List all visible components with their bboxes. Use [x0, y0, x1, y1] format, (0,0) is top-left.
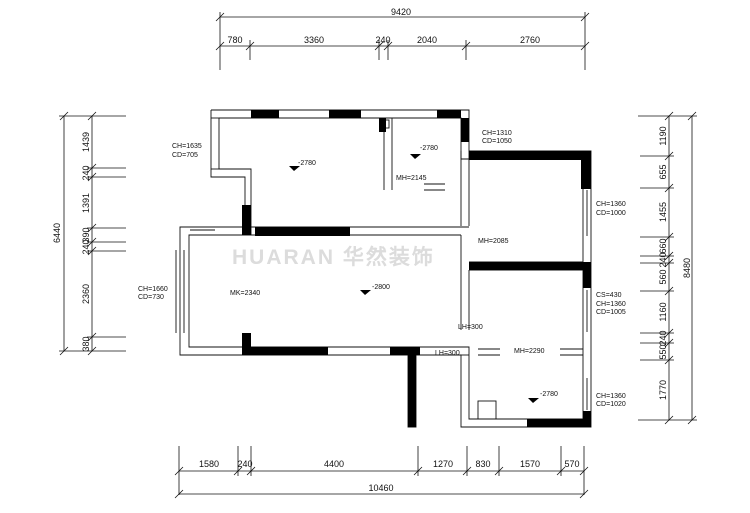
left-dimension-1: 1439 — [81, 132, 91, 152]
annotation-lh300-b: LH=300 — [435, 350, 460, 357]
solid-walls — [242, 110, 591, 427]
annotation-cd705: CD=705 — [172, 152, 198, 159]
annotation-cd730: CD=730 — [138, 294, 164, 301]
annotation-cd1000: CD=1000 — [596, 210, 626, 217]
top-dimension-5: 2760 — [520, 35, 540, 45]
annotation-ch1360-a: CH=1360 — [596, 201, 626, 208]
annotation-lh300-a: LH=300 — [458, 324, 483, 331]
right-dimension-2: 655 — [658, 164, 668, 179]
top-dimensions — [215, 12, 590, 70]
right-dimension-6: 560 — [658, 269, 668, 284]
top-dimension-4: 2040 — [417, 35, 437, 45]
bottom-dimension-3: 4400 — [324, 459, 344, 469]
bottom-dimension-1: 1580 — [199, 459, 219, 469]
left-dimension-7: 380 — [81, 336, 91, 351]
bottom-dimension-7: 570 — [564, 459, 579, 469]
annotation-cs430: CS=430 — [596, 292, 622, 299]
right-dimension-3: 1455 — [658, 202, 668, 222]
right-total-dimension: 8480 — [682, 258, 692, 278]
annotation-cd1050: CD=1050 — [482, 138, 512, 145]
left-dimensions — [59, 111, 126, 356]
left-total-dimension: 6440 — [52, 223, 62, 243]
left-dimension-6: 2360 — [81, 284, 91, 304]
bottom-dimension-4: 1270 — [433, 459, 453, 469]
annotation-ch1360-c: CH=1360 — [596, 393, 626, 400]
bottom-dimension-6: 1570 — [520, 459, 540, 469]
right-dimension-7: 1160 — [658, 302, 668, 321]
right-dimension-5: 240 — [658, 252, 668, 267]
annotation-level-a: -2780 — [298, 160, 316, 167]
left-dimension-2: 240 — [81, 165, 91, 180]
annotation-mh2085: MH=2085 — [478, 238, 509, 245]
annotation-mk2340: MK=2340 — [230, 290, 260, 297]
annotation-mh2145: MH=2145 — [396, 175, 427, 182]
right-dimension-9: 550 — [658, 344, 668, 359]
bottom-dimension-5: 830 — [475, 459, 490, 469]
annotation-ch1635: CH=1635 — [172, 143, 202, 150]
annotation-ch1660: CH=1660 — [138, 286, 168, 293]
annotation-cd1020: CD=1020 — [596, 401, 626, 408]
annotation-level-main: -2800 — [372, 284, 390, 291]
top-dimension-3: 240 — [375, 35, 390, 45]
right-dimension-10: 1770 — [658, 380, 668, 400]
annotation-mh2290: MH=2290 — [514, 348, 545, 355]
bottom-dimension-2: 240 — [237, 459, 252, 469]
right-dimensions — [638, 111, 697, 425]
right-dimension-1: 1190 — [658, 126, 668, 145]
annotation-cd1005: CD=1005 — [596, 309, 626, 316]
left-dimension-4: 390 — [81, 227, 91, 242]
top-total-dimension: 9420 — [391, 7, 411, 17]
left-dimension-3: 1391 — [81, 193, 91, 213]
annotation-level-b: -2780 — [420, 145, 438, 152]
top-dimension-2: 3360 — [304, 35, 324, 45]
annotation-ch1310: CH=1310 — [482, 130, 512, 137]
level-marker-icons — [289, 154, 539, 403]
bottom-dimensions — [174, 446, 589, 499]
right-dimension-4: 660 — [658, 238, 668, 253]
annotation-level-c: -2780 — [540, 391, 558, 398]
left-dimension-5: 240 — [81, 239, 91, 254]
bottom-total-dimension: 10460 — [368, 483, 393, 493]
top-dimension-1: 780 — [227, 35, 242, 45]
right-dimension-8: 240 — [658, 330, 668, 345]
watermark: HUARAN 华然装饰 — [232, 245, 435, 269]
annotation-ch1360-b: CH=1360 — [596, 301, 626, 308]
